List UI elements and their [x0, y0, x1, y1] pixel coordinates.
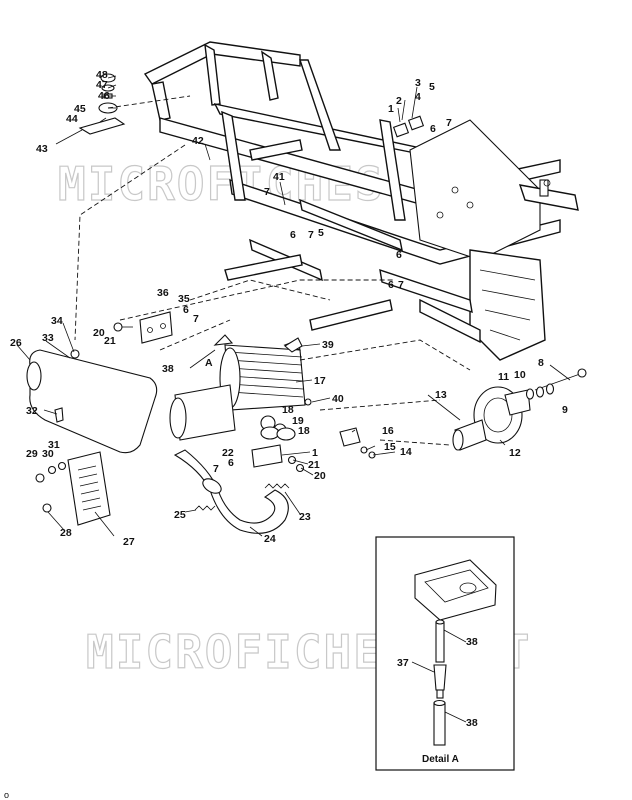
callout-11: 11 — [498, 371, 509, 383]
callout-17: 17 — [314, 375, 326, 387]
callout-7e: 7 — [193, 313, 199, 325]
callout-6f: 6 — [228, 457, 234, 469]
callout-48: 48 — [96, 69, 108, 81]
callout-1b: 1 — [312, 447, 318, 459]
callout-21a: 21 — [104, 335, 116, 347]
callout-labels: 48 47 46 45 44 43 42 41 7 6 7 5 6 3 2 4 … — [4, 69, 568, 800]
leader-lines — [16, 75, 571, 723]
hidden-lines — [74, 144, 471, 446]
callout-21b: 21 — [308, 459, 320, 471]
intake-bracket — [251, 444, 305, 473]
bolt-8 — [534, 368, 587, 391]
bolt-32 — [54, 407, 64, 423]
callout-30: 30 — [42, 448, 54, 460]
washers-9-10-11 — [525, 383, 555, 400]
callout-31: 31 — [48, 439, 60, 451]
callout-47: 47 — [96, 79, 108, 91]
spring-23 — [264, 483, 290, 489]
callout-29: 29 — [26, 448, 38, 460]
callout-7a: 7 — [264, 186, 270, 198]
callout-12: 12 — [509, 447, 521, 459]
bolt-29-30-31 — [35, 461, 67, 483]
heat-shield-27 — [67, 451, 111, 526]
callout-45: 45 — [74, 103, 86, 115]
callout-40: 40 — [332, 393, 344, 405]
engine-cylinder — [169, 334, 306, 441]
callout-6c: 6 — [430, 123, 436, 135]
callout-6e: 6 — [183, 304, 189, 316]
callout-25: 25 — [174, 509, 186, 521]
callout-28: 28 — [60, 527, 72, 539]
bolt-28 — [42, 503, 52, 513]
callout-36: 36 — [157, 287, 169, 299]
manifold-rings — [260, 426, 296, 441]
callout-23: 23 — [299, 511, 311, 523]
carb-bracket — [339, 427, 376, 459]
callout-37: 37 — [397, 657, 409, 669]
callout-39: 39 — [322, 339, 334, 351]
callout-15: 15 — [384, 441, 396, 453]
callout-38a: 38 — [162, 363, 174, 375]
spring-25 — [194, 505, 216, 511]
callout-42: 42 — [192, 135, 204, 147]
callout-41: 41 — [273, 171, 285, 183]
callout-33: 33 — [42, 332, 54, 344]
bolt-20-left — [113, 322, 133, 332]
callout-10: 10 — [514, 369, 526, 381]
engine-bracket — [139, 311, 173, 344]
chassis-frame — [143, 41, 579, 361]
callout-19: 19 — [292, 415, 304, 427]
callout-9: 9 — [562, 404, 568, 416]
callout-22: 22 — [222, 447, 234, 459]
callout-6a: 6 — [290, 229, 296, 241]
callout-16: 16 — [382, 425, 394, 437]
callout-7f: 7 — [213, 463, 219, 475]
callout-7b: 7 — [308, 229, 314, 241]
callout-18b: 18 — [298, 425, 310, 437]
detail-a-title: Detail A — [422, 754, 459, 765]
callout-34: 34 — [51, 315, 63, 327]
page-marker: o — [4, 790, 9, 800]
callout-20a: 20 — [93, 327, 105, 339]
muffler — [26, 349, 158, 454]
callout-20b: 20 — [314, 470, 326, 482]
air-silencer — [452, 386, 531, 451]
bolt-34 — [70, 349, 80, 359]
detail-a-marker: A — [205, 357, 213, 369]
callout-5a: 5 — [318, 227, 324, 239]
callout-6d: 6 — [388, 279, 394, 291]
callout-5: 5 — [429, 81, 435, 93]
callout-7c: 7 — [446, 117, 452, 129]
callout-35: 35 — [178, 293, 190, 305]
callout-1a: 1 — [388, 103, 394, 115]
callout-3: 3 — [415, 77, 421, 89]
callout-13: 13 — [435, 389, 447, 401]
callout-44: 44 — [66, 113, 78, 125]
callout-38c: 38 — [466, 717, 478, 729]
callout-2: 2 — [396, 95, 402, 107]
detail-a-inset — [375, 536, 515, 771]
callout-38b: 38 — [466, 636, 478, 648]
callout-18a: 18 — [282, 404, 294, 416]
callout-26: 26 — [10, 337, 22, 349]
callout-43: 43 — [36, 143, 48, 155]
callout-14: 14 — [400, 446, 412, 458]
callout-6b: 6 — [396, 249, 402, 261]
callout-4: 4 — [415, 91, 421, 103]
exhaust-pipe — [173, 449, 289, 534]
callout-7d: 7 — [398, 279, 404, 291]
callout-32: 32 — [26, 405, 38, 417]
callout-27: 27 — [123, 536, 135, 548]
callout-24: 24 — [264, 533, 276, 545]
callout-46: 46 — [98, 90, 110, 102]
screw-40 — [304, 398, 312, 406]
callout-8: 8 — [538, 357, 544, 369]
